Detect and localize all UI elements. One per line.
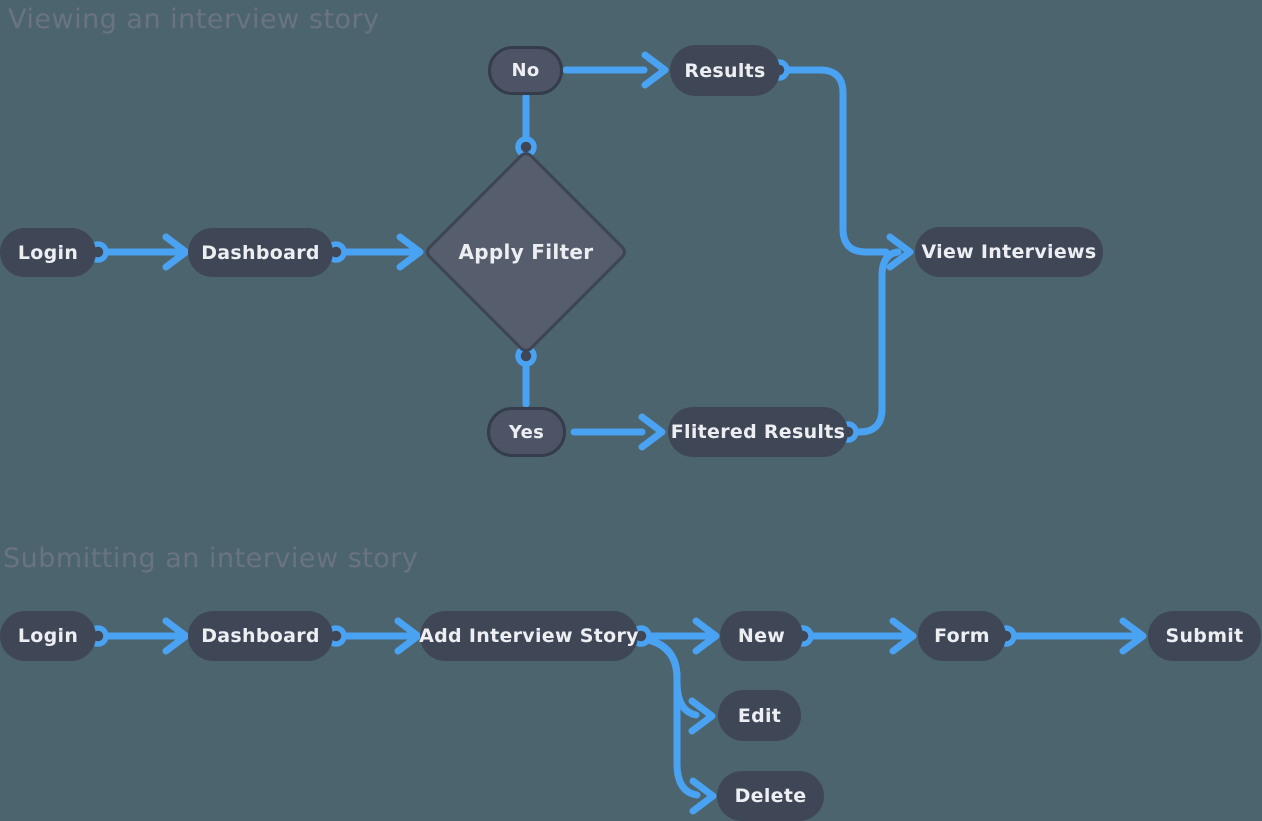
node-yes[interactable]: Yes (487, 407, 566, 457)
node-dashboard-2[interactable]: Dashboard (188, 611, 333, 661)
edge-login-dashboard-2 (104, 617, 190, 655)
node-apply-filter-label: Apply Filter (458, 240, 594, 264)
edge-dashboard-addinterviewstory (342, 617, 422, 655)
node-login-2[interactable]: Login (0, 611, 96, 661)
edge-no-results (562, 51, 669, 89)
node-add-interview-story[interactable]: Add Interview Story (419, 611, 639, 661)
edge-dashboard-applyfilter (342, 233, 424, 271)
node-edit[interactable]: Edit (718, 690, 801, 741)
edge-addinterviewstory-new (644, 617, 720, 655)
edge-addinterviewstory-edit (640, 635, 716, 735)
edge-yes-filteredresults (570, 413, 666, 451)
node-dashboard-1[interactable]: Dashboard (188, 228, 333, 277)
node-login-1[interactable]: Login (0, 228, 96, 277)
edge-results-viewinterviews (783, 66, 914, 271)
node-results[interactable]: Results (670, 45, 780, 96)
edge-login-dashboard-1 (104, 233, 190, 271)
flow1-title: Viewing an interview story (8, 4, 380, 35)
node-filtered-results[interactable]: Flitered Results (668, 407, 848, 457)
node-view-interviews[interactable]: View Interviews (915, 227, 1103, 277)
node-delete[interactable]: Delete (717, 771, 824, 821)
edge-form-submit (1012, 617, 1147, 655)
node-no[interactable]: No (488, 46, 563, 95)
node-new[interactable]: New (720, 611, 803, 661)
node-form[interactable]: Form (918, 611, 1006, 661)
edge-filteredresults-viewinterviews (852, 248, 902, 436)
node-submit[interactable]: Submit (1148, 611, 1261, 661)
edge-new-form (810, 617, 917, 655)
edge-addinterviewstory-delete (640, 635, 717, 815)
flow2-title: Submitting an interview story (3, 543, 419, 574)
